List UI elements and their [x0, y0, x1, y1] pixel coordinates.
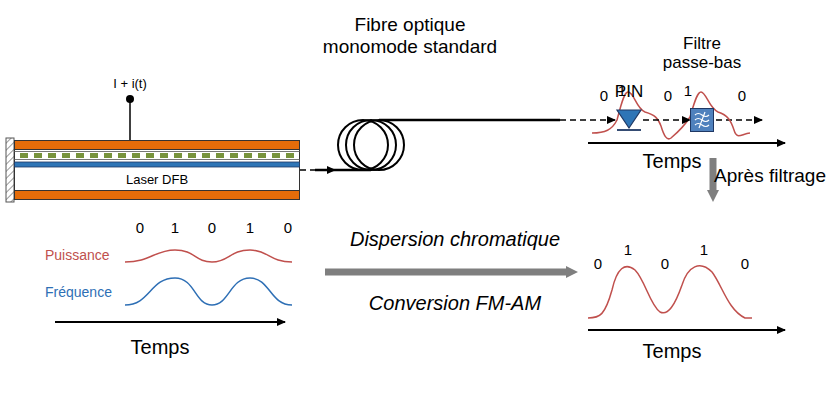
axis-label: Temps — [643, 340, 702, 362]
layer-line — [14, 151, 300, 152]
laser-body — [15, 141, 300, 200]
output-arrow — [716, 119, 762, 121]
light-path — [560, 119, 615, 121]
bit-value: 1 — [246, 220, 254, 237]
bragg-grating — [286, 153, 294, 158]
process-label: Dispersion chromatique — [350, 228, 560, 250]
current-label: I + i(t) — [113, 77, 147, 91]
node-heading: Fibre optique monomode standard — [310, 14, 510, 57]
diode-bar — [617, 129, 641, 131]
signal-connector — [410, 120, 615, 121]
power-waveform — [125, 250, 292, 262]
bit-value: 0 — [208, 220, 216, 237]
top-electrode — [15, 141, 300, 150]
bragg-grating — [188, 153, 196, 158]
laser-structure — [14, 140, 300, 200]
time-axis — [55, 321, 285, 323]
pin-photodiode: PIN — [615, 107, 643, 133]
bit-value: 0 — [594, 256, 602, 273]
bragg-grating — [48, 153, 56, 158]
bit-value: 1 — [700, 242, 708, 259]
photodiode-symbol — [615, 107, 643, 133]
diode-triangle — [617, 110, 641, 128]
bragg-grating — [76, 153, 84, 158]
bragg-grating — [174, 153, 182, 158]
filter-box — [691, 109, 714, 132]
bragg-grating — [132, 153, 140, 158]
bit-value: 0 — [661, 256, 669, 273]
bragg-grating — [230, 153, 238, 158]
bit-value: 0 — [738, 88, 746, 105]
bit-value: 1 — [624, 242, 632, 259]
laser-mirror — [6, 138, 14, 202]
time-axis — [588, 329, 785, 331]
bit-value: 0 — [664, 88, 672, 105]
bragg-grating — [202, 153, 210, 158]
bit-value: 1 — [618, 83, 626, 100]
bottom-electrode — [15, 191, 300, 200]
filter-wave — [695, 124, 709, 127]
layer-line — [14, 159, 300, 160]
bragg-grating — [118, 153, 126, 158]
bragg-grating — [104, 153, 112, 158]
node-heading: Filtre passe-bas — [657, 34, 747, 72]
node-label: Laser DFB — [14, 173, 300, 188]
bragg-grating — [34, 153, 42, 158]
terminal-dot — [126, 95, 134, 103]
filter-slash — [699, 112, 705, 128]
axis-label: Temps — [643, 150, 702, 172]
bit-value: 0 — [741, 256, 749, 273]
fiber-coil-drawing — [335, 115, 410, 177]
signal-connector — [643, 120, 690, 121]
filter-wave — [695, 114, 709, 117]
lowpass-filter: Filtre passe-bas — [690, 108, 714, 132]
signal-name: Puissance — [45, 248, 110, 263]
bragg-grating — [216, 153, 224, 158]
bit-value: 1 — [684, 83, 692, 100]
bragg-grating — [258, 153, 266, 158]
axis-label: Temps — [131, 336, 190, 358]
bragg-grating — [160, 153, 168, 158]
bit-value: 0 — [136, 220, 144, 237]
bragg-grating — [90, 153, 98, 158]
time-axis — [588, 142, 785, 144]
filtered-waveform — [588, 266, 752, 318]
fiber-line — [410, 119, 560, 122]
bit-value: 0 — [600, 88, 608, 105]
terminal-wire — [129, 100, 131, 140]
filter-symbol — [690, 108, 714, 132]
step-label: Après filtrage — [714, 166, 826, 187]
process-label: Conversion FM-AM — [369, 292, 541, 314]
bragg-grating — [146, 153, 154, 158]
bit-value: 0 — [284, 220, 292, 237]
fiber-lead — [379, 119, 410, 122]
fiber-loop — [354, 120, 404, 170]
fiber-coil: Fibre optique monomode standard — [335, 115, 410, 177]
bragg-grating — [272, 153, 280, 158]
frequency-waveform — [125, 278, 292, 305]
fiber-lead — [315, 169, 371, 172]
bit-value: 1 — [171, 220, 179, 237]
process-arrow — [325, 269, 568, 276]
signal-name: Fréquence — [45, 285, 112, 300]
bragg-grating — [244, 153, 252, 158]
light-path — [643, 119, 690, 121]
bragg-grating — [62, 153, 70, 158]
bragg-grating — [20, 153, 28, 158]
active-layer — [15, 162, 300, 167]
laser-dfb: Laser DFB — [14, 140, 300, 200]
